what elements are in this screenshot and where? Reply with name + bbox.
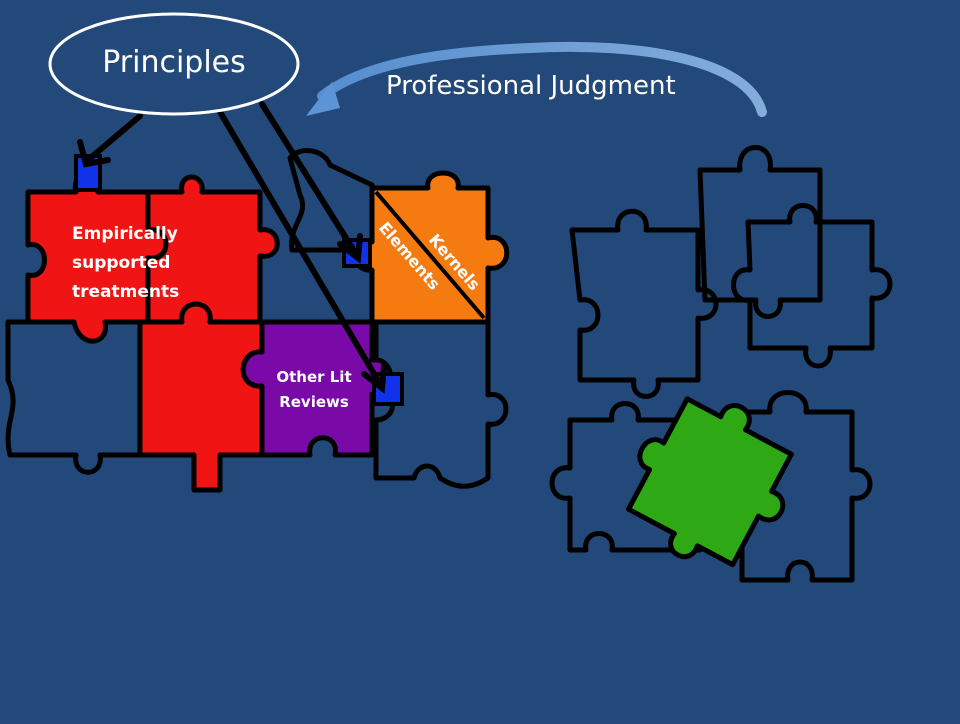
arrow-to-other-lit-head — [361, 363, 387, 394]
other-lit-line2: Reviews — [279, 393, 349, 411]
empty-piece-top-center — [287, 148, 375, 253]
empty-piece-right-c — [731, 203, 893, 369]
arrow-to-other-lit — [217, 109, 383, 387]
empty-piece-right-middle — [373, 319, 509, 489]
principles-label: Principles — [102, 45, 246, 80]
red-piece-bottom-middle — [137, 301, 265, 493]
other-lit-line1: Other Lit — [276, 368, 351, 386]
principles-oval — [48, 12, 300, 116]
arrow-to-elements — [259, 101, 359, 257]
orange-piece-divider — [374, 190, 486, 320]
arrow-to-est — [85, 113, 143, 163]
empty-piece-bottom-left — [5, 303, 143, 475]
principle-arrows — [77, 101, 387, 394]
judgment-label: Professional Judgment — [386, 71, 676, 101]
green-piece-loose — [626, 396, 794, 568]
purple-piece-other-lit-reviews — [240, 319, 394, 458]
judgment-curved-arrow — [317, 41, 767, 117]
empty-piece-right-a — [569, 208, 719, 399]
est-label-line2: supported — [72, 253, 170, 273]
red-piece-top-middle — [145, 174, 280, 325]
arrow-to-est-head — [77, 139, 111, 168]
empty-piece-right-b — [697, 145, 823, 319]
judgment-arrow-head — [306, 82, 340, 116]
arrow-to-elements-head — [337, 233, 363, 264]
est-label-line1: Empirically — [72, 224, 178, 244]
est-label-line3: treatments — [72, 282, 179, 302]
green-piece-group — [626, 396, 794, 568]
